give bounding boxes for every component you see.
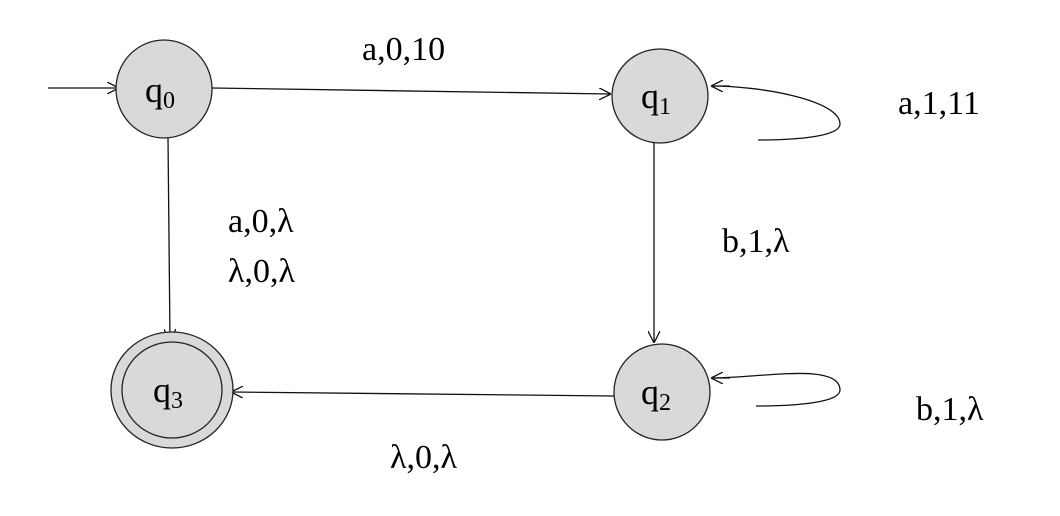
label-q1-q2: b,1,λ <box>722 223 790 260</box>
edge-q2-q3 <box>232 392 615 396</box>
svg-text:q3: q3 <box>153 370 183 414</box>
state-q1-letter: q <box>641 76 659 116</box>
edge-q0-q3 <box>168 137 170 340</box>
state-q3-accepting: q3 <box>110 331 234 449</box>
state-q0-letter: q <box>145 70 163 110</box>
svg-text:q2: q2 <box>641 372 671 416</box>
edge-q0-q1 <box>211 87 610 94</box>
state-q3-sub: 3 <box>171 388 183 414</box>
svg-text:q0: q0 <box>145 70 175 114</box>
edge-q2-loop <box>711 372 841 407</box>
state-q1: q1 <box>611 48 709 144</box>
svg-text:q1: q1 <box>641 76 671 120</box>
state-q2-letter: q <box>641 372 659 412</box>
label-q0-q3-line1: a,0,λ <box>228 203 294 240</box>
state-q0: q0 <box>115 39 213 139</box>
label-q1-loop: a,1,11 <box>898 85 980 122</box>
label-q0-q1: a,0,10 <box>362 31 445 68</box>
label-q0-q3-line2: λ,0,λ <box>228 253 295 290</box>
state-q0-sub: 0 <box>163 88 175 114</box>
label-q2-loop: b,1,λ <box>916 391 984 428</box>
state-q2-sub: 2 <box>659 390 671 416</box>
state-q2: q2 <box>613 343 711 441</box>
state-q3-letter: q <box>153 370 171 410</box>
edge-q1-loop <box>711 85 841 141</box>
state-q1-sub: 1 <box>659 94 671 120</box>
label-q2-q3: λ,0,λ <box>390 439 457 476</box>
